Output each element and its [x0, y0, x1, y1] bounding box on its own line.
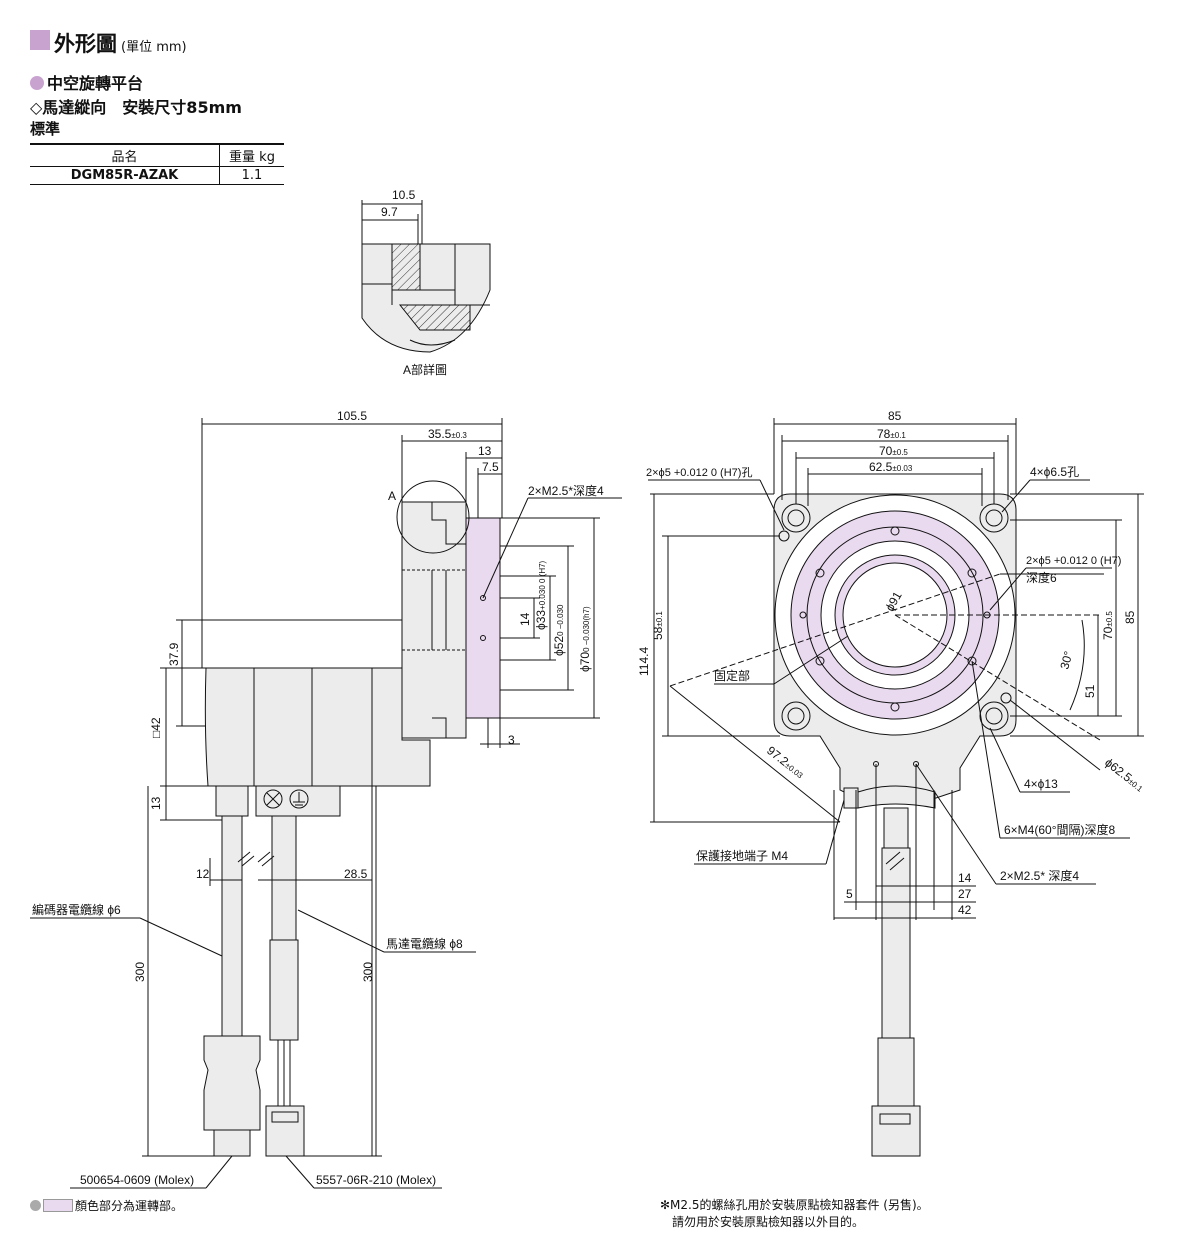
dim-square-42: □42 [149, 717, 163, 738]
header-accent-square [30, 30, 50, 50]
legend-dot-icon [30, 1200, 41, 1211]
hole-13-label: 4×ϕ13 [1024, 777, 1058, 791]
dim-62-5: 62.5±0.03 [869, 460, 913, 474]
standard-label: 標準 [30, 120, 61, 138]
unit-label: (單位 mm) [121, 40, 187, 55]
spec-col-weight: 重量 kg [219, 143, 284, 167]
footnote-line-2: 請勿用於安裝原點檢知器以外目的。 [672, 1215, 865, 1229]
dim-37-9: 37.9 [167, 642, 181, 666]
legend: 顏色部分為運轉部。 [30, 1197, 183, 1214]
motor-cable-label: 馬達電纜線 ϕ8 [386, 936, 463, 951]
m4-tap-label: 6×M4(60°間隔)深度8 [1004, 822, 1115, 837]
footnote-line-1: ✻M2.5的螺絲孔用於安裝原點檢知器套件 (另售)。 [660, 1198, 929, 1212]
dim-phi70-side: ϕ700 −0.030(h7) [578, 606, 592, 672]
pin-hole-label: 2×ϕ5 +0.012 0 (H7)孔 [646, 466, 752, 479]
dim-5: 5 [846, 887, 853, 901]
spec-model: DGM85R-AZAK [30, 166, 220, 185]
dim-phi62-5: ϕ62.5±0.1 [1102, 755, 1147, 794]
dim-114-4: 114.4 [637, 647, 651, 676]
dim-70-right: 70±0.5 [1101, 611, 1115, 640]
motor-connector-label: 5557-06R-210 (Molex) [316, 1173, 436, 1187]
variant-label: ◇馬達縱向 安裝尺寸85mm [30, 98, 242, 117]
footnote: ✻M2.5的螺絲孔用於安裝原點檢知器套件 (另售)。 請勿用於安裝原點檢知器以外… [660, 1197, 929, 1231]
front-view [669, 493, 1101, 1157]
dim-300-motor: 300 [361, 962, 375, 982]
product-name: 中空旋轉平台 [30, 70, 143, 94]
dim-phi33: ϕ33+0.030 0 (H7) [534, 560, 548, 630]
front-dimensions [648, 418, 1144, 920]
dim-14-front: 14 [958, 871, 972, 885]
side-view [203, 480, 501, 1157]
dim-35-5: 35.5±0.3 [428, 427, 467, 441]
dim-7-5: 7.5 [482, 460, 499, 474]
dim-3: 3 [508, 733, 515, 747]
dim-85-top: 85 [888, 409, 902, 423]
dim-phi52: ϕ520 −0.030 [552, 604, 566, 656]
dim-14-side: 14 [518, 612, 532, 626]
detail-dim-9-7: 9.7 [381, 205, 398, 219]
dim-27: 27 [958, 887, 972, 901]
hole-6-5-label: 4×ϕ6.5孔 [1030, 465, 1079, 479]
dim-300-encoder: 300 [133, 962, 147, 982]
side-dimensions [30, 418, 622, 1189]
dim-30-deg: 30° [1057, 649, 1075, 670]
dim-13-side: 13 [149, 796, 163, 810]
dim-85-right: 85 [1123, 610, 1137, 624]
dim-78: 78±0.1 [877, 427, 906, 441]
m2-5-tap-label: 2×M2.5*深度4 [528, 483, 604, 498]
fixed-part-label: 固定部 [714, 668, 750, 683]
detail-caption: A部詳圖 [403, 362, 447, 377]
spec-weight: 1.1 [219, 166, 284, 185]
dim-13-top: 13 [478, 444, 492, 458]
ground-terminal-label: 保護接地端子 M4 [696, 848, 788, 863]
page-title: 外形圖(單位 mm) [54, 32, 187, 56]
dim-58: 58±0.1 [651, 611, 665, 640]
legend-text: 顏色部分為運轉部。 [75, 1199, 184, 1213]
spec-col-model: 品名 [30, 143, 220, 167]
detail-a [361, 200, 491, 353]
detail-a-marker: A [388, 489, 396, 503]
encoder-connector-label: 500654-0609 (Molex) [80, 1173, 194, 1187]
dim-97-2: 97.2±0.03 [764, 743, 807, 781]
bullet-dot-icon [30, 76, 44, 90]
dim-12: 12 [196, 867, 210, 881]
m2-5-tap-label-front: 2×M2.5* 深度4 [1000, 868, 1079, 883]
depth-6-label: 深度6 [1026, 570, 1057, 585]
dim-105-5: 105.5 [337, 409, 367, 423]
dim-42: 42 [958, 903, 972, 917]
pin-hole-h7-label: 2×ϕ5 +0.012 0 (H7) [1026, 555, 1121, 567]
legend-swatch [43, 1199, 73, 1212]
detail-dim-10-5: 10.5 [392, 188, 416, 202]
dim-28-5: 28.5 [344, 867, 368, 881]
encoder-cable-label: 編碼器電纜線 ϕ6 [32, 902, 121, 917]
dim-51: 51 [1083, 684, 1097, 698]
dim-70-top: 70±0.5 [879, 444, 908, 458]
